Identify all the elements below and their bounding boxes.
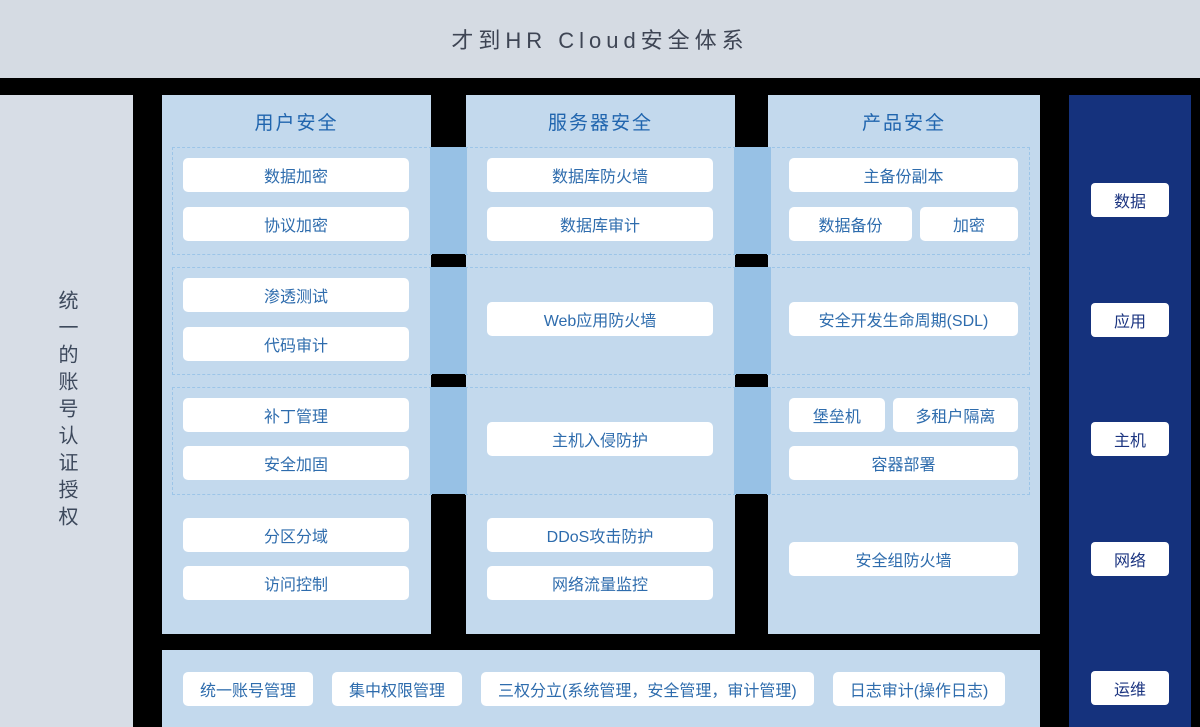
column-user-security: 用户安全 数据加密 协议加密 渗透测试 代码审计 补丁管理 安全加固 分区分域 … bbox=[162, 95, 432, 634]
item-secure-development-lifecycle: 安全开发生命周期(SDL) bbox=[789, 302, 1018, 336]
item-container-deployment: 容器部署 bbox=[789, 446, 1018, 480]
item-unified-account-management: 统一账号管理 bbox=[183, 672, 314, 706]
column-title-server-security: 服务器安全 bbox=[547, 112, 653, 134]
page-header: 才到HR Cloud安全体系 bbox=[0, 0, 1200, 78]
item-centralized-permission-management: 集中权限管理 bbox=[332, 672, 463, 706]
layer-sidebar: 数据 应用 主机 网络 运维 bbox=[1069, 95, 1191, 727]
item-encryption: 加密 bbox=[920, 207, 1018, 241]
item-data-encryption: 数据加密 bbox=[183, 158, 409, 192]
item-patch-management: 补丁管理 bbox=[183, 398, 409, 432]
row-backup-encryption: 数据备份 加密 bbox=[789, 207, 1018, 241]
operations-bottom-bar: 统一账号管理 集中权限管理 三权分立(系统管理，安全管理，审计管理) 日志审计(… bbox=[162, 650, 1040, 727]
item-security-group-firewall: 安全组防火墙 bbox=[789, 542, 1018, 576]
unified-auth-sidebar: 统一的账号认证授权 bbox=[0, 95, 133, 727]
layer-network: 网络 bbox=[1091, 542, 1169, 576]
connector-gap2-data-layer bbox=[734, 147, 771, 254]
column-title-user-security: 用户安全 bbox=[254, 112, 339, 134]
item-code-audit: 代码审计 bbox=[183, 327, 409, 361]
item-multi-tenant-isolation: 多租户隔离 bbox=[892, 398, 1018, 432]
item-data-backup: 数据备份 bbox=[789, 207, 913, 241]
connector-gap1-host-layer bbox=[430, 387, 467, 494]
layer-operations: 运维 bbox=[1091, 671, 1169, 705]
connector-gap1-data-layer bbox=[430, 147, 467, 254]
item-security-hardening: 安全加固 bbox=[183, 446, 409, 480]
column-title-product-security: 产品安全 bbox=[861, 112, 946, 134]
item-partition-zoning: 分区分域 bbox=[183, 518, 409, 552]
item-log-audit: 日志审计(操作日志) bbox=[832, 672, 1006, 706]
column-product-security: 产品安全 主备份副本 数据备份 加密 安全开发生命周期(SDL) 堡垒机 多租户… bbox=[767, 95, 1040, 634]
item-penetration-testing: 渗透测试 bbox=[183, 278, 409, 312]
layer-data: 数据 bbox=[1091, 183, 1169, 217]
layer-host: 主机 bbox=[1091, 422, 1169, 456]
layer-application: 应用 bbox=[1091, 303, 1169, 337]
item-bastion-host: 堡垒机 bbox=[789, 398, 885, 432]
item-master-backup-replica: 主备份副本 bbox=[789, 158, 1018, 192]
column-server-security: 服务器安全 数据库防火墙 数据库审计 Web应用防火墙 主机入侵防护 DDoS攻… bbox=[465, 95, 736, 634]
item-database-firewall: 数据库防火墙 bbox=[487, 158, 713, 192]
item-access-control: 访问控制 bbox=[183, 566, 409, 600]
unified-auth-label: 统一的账号认证授权 bbox=[55, 289, 77, 533]
item-web-application-firewall: Web应用防火墙 bbox=[487, 302, 713, 336]
item-separation-of-powers: 三权分立(系统管理，安全管理，审计管理) bbox=[481, 672, 814, 706]
item-network-traffic-monitoring: 网络流量监控 bbox=[487, 566, 713, 600]
connector-gap1-application-layer bbox=[430, 267, 467, 374]
row-bastion-tenant: 堡垒机 多租户隔离 bbox=[789, 398, 1018, 432]
item-host-intrusion-protection: 主机入侵防护 bbox=[487, 422, 713, 456]
item-protocol-encryption: 协议加密 bbox=[183, 207, 409, 241]
connector-gap2-application-layer bbox=[734, 267, 771, 374]
connector-gap2-host-layer bbox=[734, 387, 771, 494]
page-title: 才到HR Cloud安全体系 bbox=[451, 28, 749, 53]
item-ddos-protection: DDoS攻击防护 bbox=[487, 518, 713, 552]
item-database-audit: 数据库审计 bbox=[487, 207, 713, 241]
